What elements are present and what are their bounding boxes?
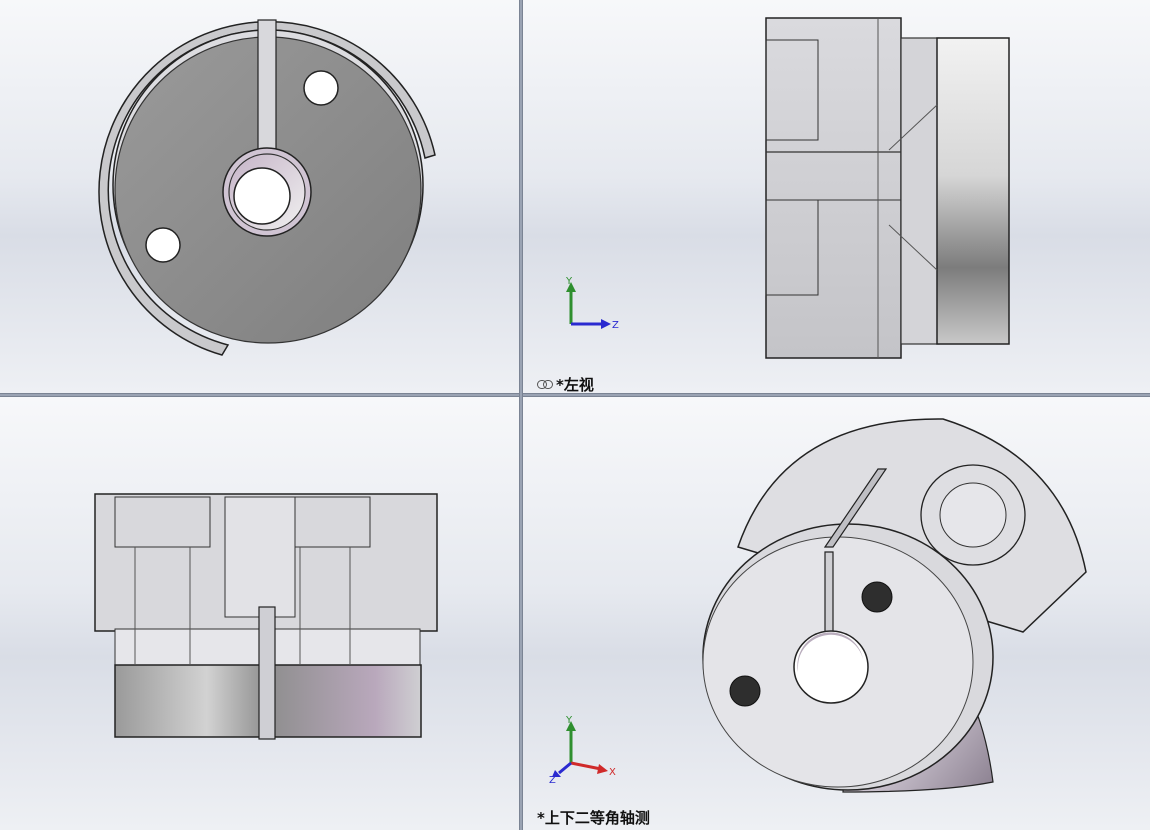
viewport-top-view[interactable]	[0, 397, 519, 830]
isometric-view-model	[702, 418, 1087, 793]
view-label: *左视	[537, 374, 594, 393]
front-view-model	[98, 19, 436, 356]
svg-text:Z: Z	[612, 320, 619, 331]
view-label: *上下二等角轴测	[537, 809, 650, 827]
viewport-left-view[interactable]: Y Z *左视	[523, 0, 1150, 393]
svg-text:Y: Y	[565, 276, 573, 287]
vertical-splitter[interactable]	[519, 0, 523, 830]
viewport-front[interactable]	[0, 0, 519, 393]
svg-text:Z: Z	[549, 775, 556, 785]
svg-text:X: X	[609, 767, 616, 778]
top-view-model	[94, 493, 438, 740]
viewport-isometric[interactable]: Y X Z *上下二等角轴测	[523, 397, 1150, 830]
svg-text:Y: Y	[565, 715, 573, 726]
view-name: *左视	[556, 376, 594, 393]
view-link-icon	[537, 380, 553, 389]
horizontal-splitter[interactable]	[0, 393, 1150, 397]
left-view-model	[765, 17, 1010, 359]
triad-icon: Y Z	[565, 276, 619, 331]
triad-icon: Y X Z	[549, 715, 616, 785]
